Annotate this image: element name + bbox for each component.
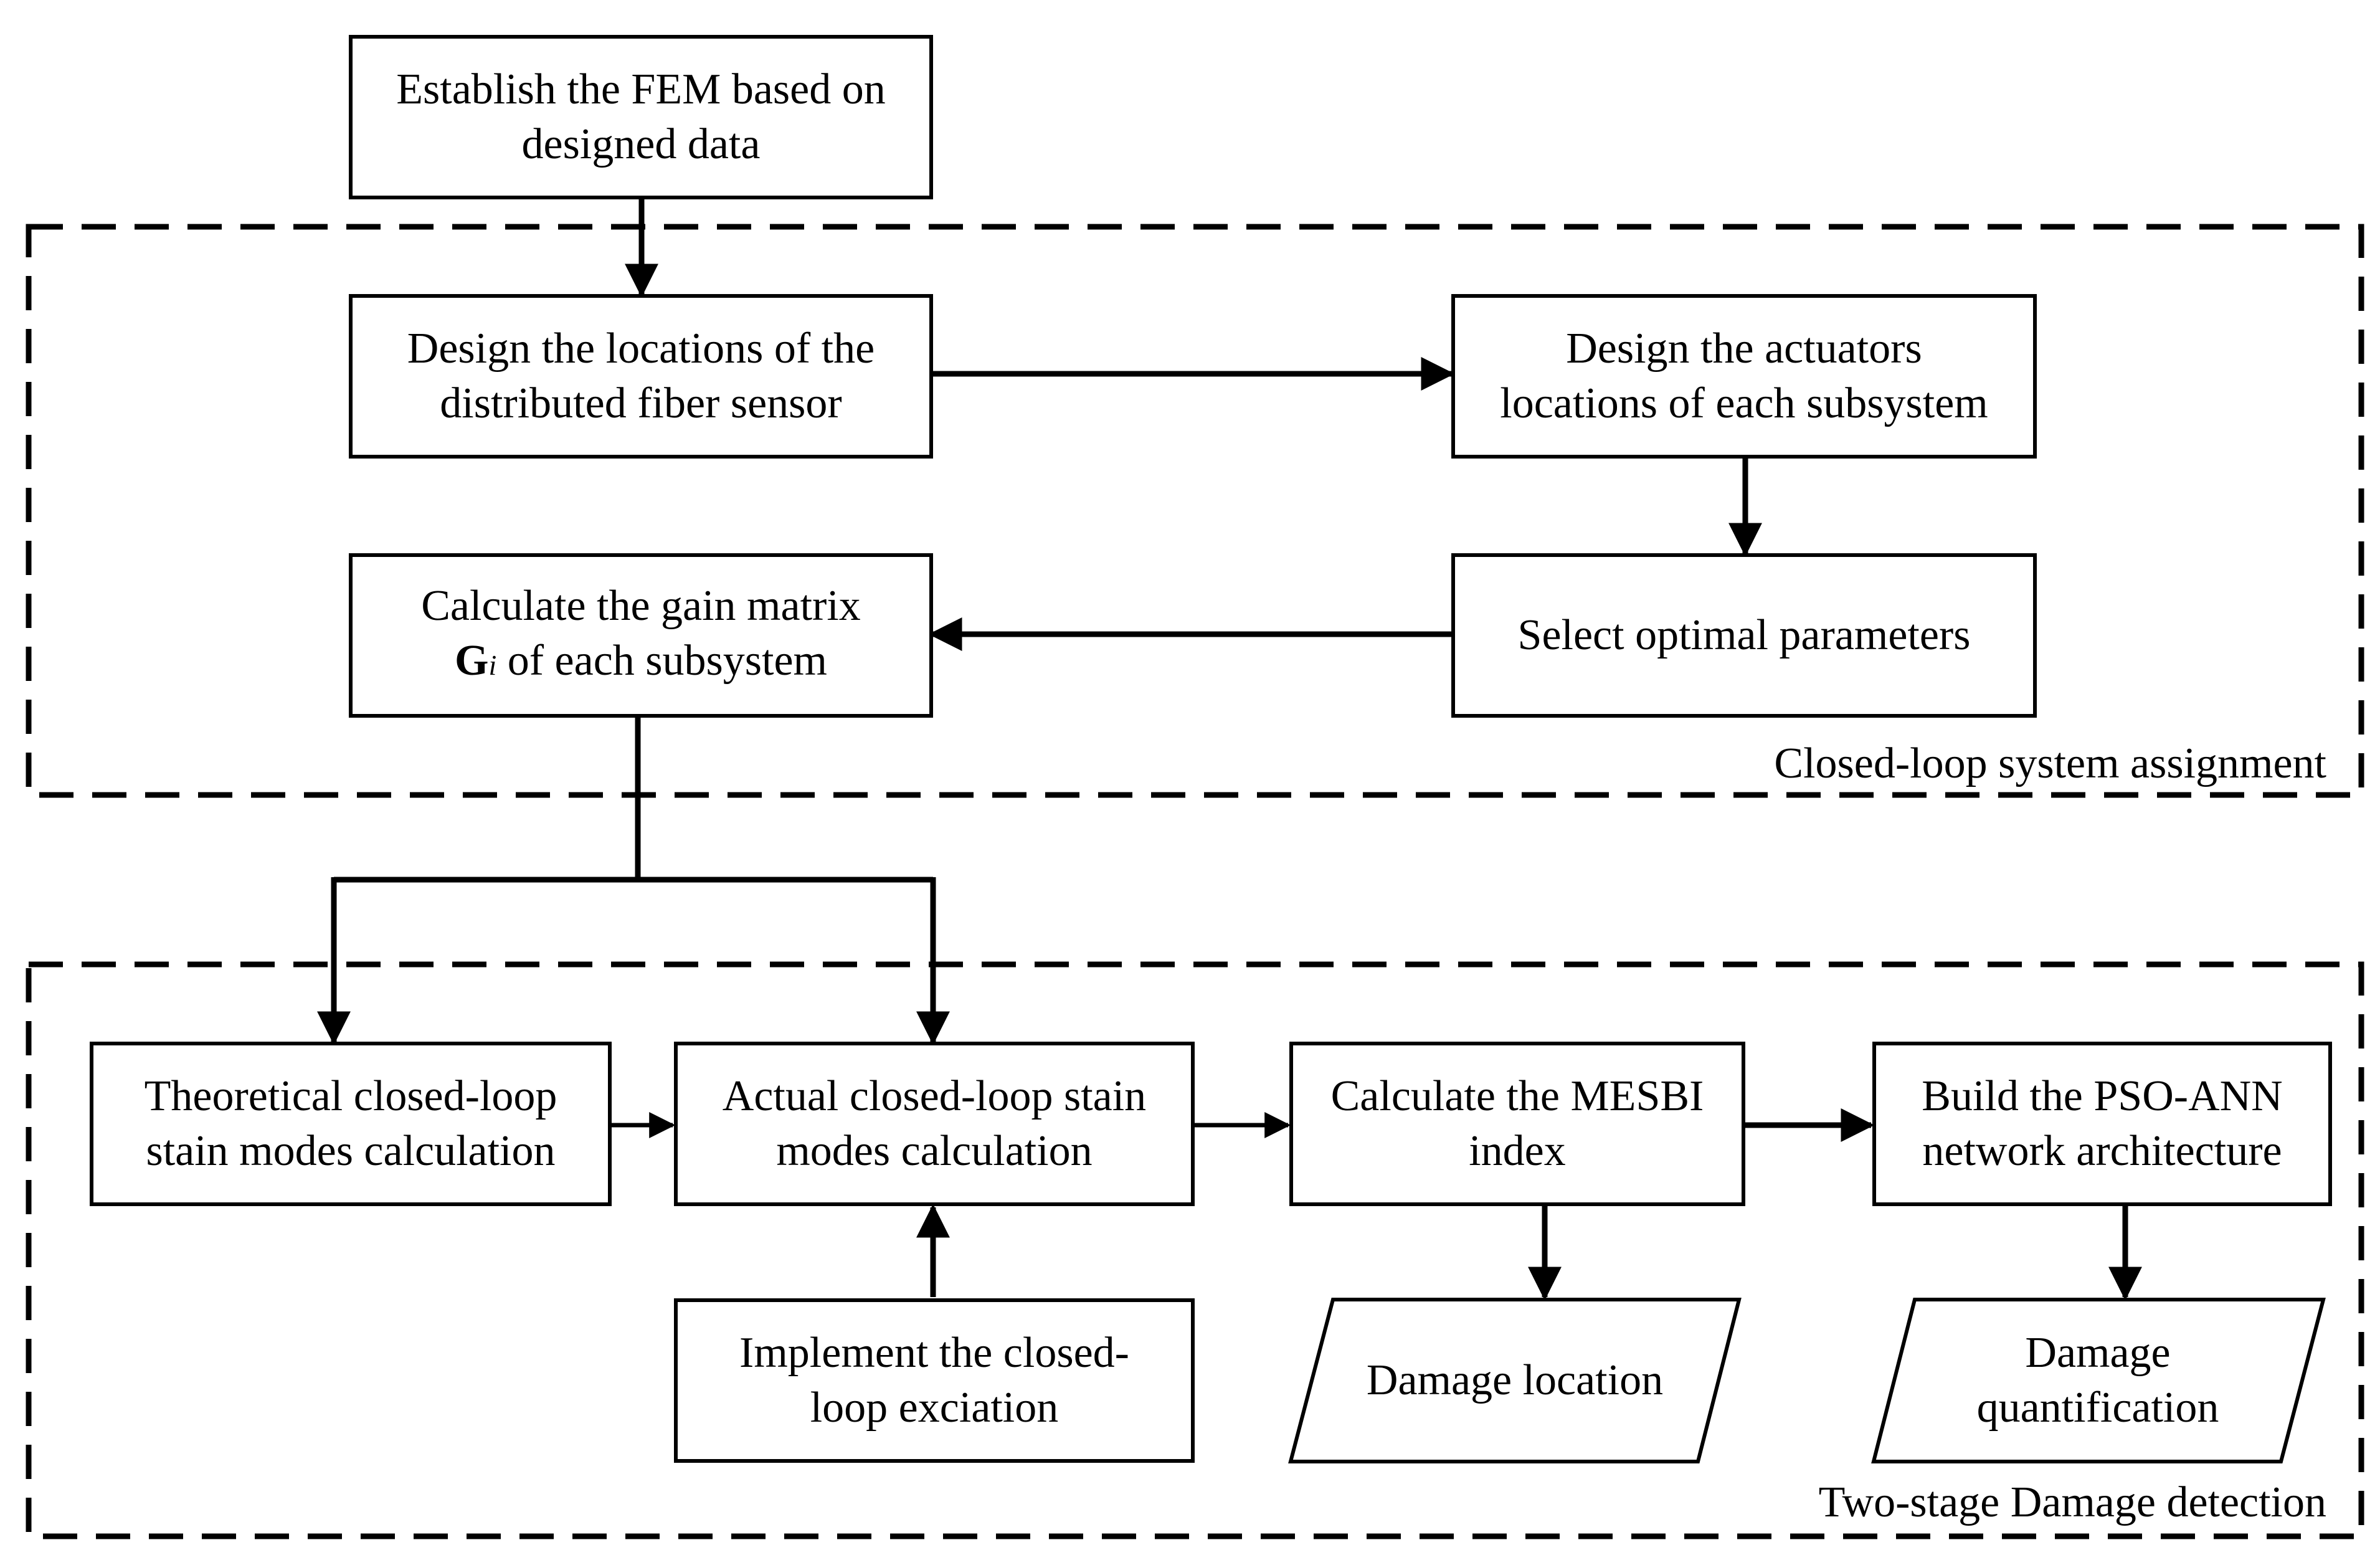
select-parameters-box: Select optimal parameters bbox=[1451, 553, 2037, 718]
actual-modes-line-2: modes calculation bbox=[776, 1127, 1093, 1175]
damage-quantification-shape bbox=[1871, 1298, 2326, 1463]
damage-location-line-1: Damage location bbox=[1366, 1356, 1664, 1404]
actual-modes-box: Actual closed-loop stain modes calculati… bbox=[674, 1042, 1195, 1206]
calculate-mesbi-line-1: Calculate the MESBI bbox=[1330, 1072, 1704, 1120]
damage-quantification-line-1: Damage bbox=[2025, 1329, 2171, 1377]
theoretical-modes-line-2: stain modes calculation bbox=[146, 1127, 556, 1175]
damage-location-output: Damage location bbox=[1333, 1300, 1697, 1462]
theoretical-modes-box: Theoretical closed-loop stain modes calc… bbox=[90, 1042, 612, 1206]
calculate-gain-line-1: Calculate the gain matrix bbox=[421, 581, 861, 630]
build-pso-ann-box: Build the PSO-ANN network architecture bbox=[1872, 1042, 2332, 1206]
damage-quantification-line-2: quantification bbox=[1976, 1384, 2219, 1432]
build-pso-ann-line-1: Build the PSO-ANN bbox=[1922, 1072, 2283, 1120]
calculate-gain-line-2-rest: of each subsystem bbox=[496, 636, 827, 685]
design-sensor-line-1: Design the locations of the bbox=[407, 325, 875, 373]
gain-matrix-symbol: G bbox=[455, 636, 489, 685]
two-stage-group-label: Two-stage Damage detection bbox=[1818, 1478, 2326, 1526]
calculate-gain-box: Calculate the gain matrix Gi of each sub… bbox=[349, 553, 933, 718]
design-actuator-locations-box: Design the actuators locations of each s… bbox=[1451, 294, 2037, 459]
implement-excitation-line-1: Implement the closed- bbox=[739, 1329, 1129, 1377]
select-parameters-line-1: Select optimal parameters bbox=[1517, 611, 1971, 659]
implement-excitation-line-2: loop exciation bbox=[810, 1384, 1059, 1432]
build-pso-ann-line-2: network architecture bbox=[1922, 1127, 2282, 1175]
damage-location-shape bbox=[1288, 1298, 1742, 1463]
two-stage-group-border bbox=[26, 961, 2364, 1539]
gain-matrix-subscript: i bbox=[488, 649, 497, 681]
calculate-gain-line-2: Gi of each subsystem bbox=[455, 634, 827, 693]
calculate-mesbi-box: Calculate the MESBI index bbox=[1289, 1042, 1745, 1206]
damage-quantification-output: Damage quantification bbox=[1915, 1300, 2281, 1462]
design-sensor-line-2: distributed fiber sensor bbox=[440, 379, 842, 427]
establish-fem-box: Establish the FEM based on designed data bbox=[349, 35, 933, 199]
implement-excitation-box: Implement the closed- loop exciation bbox=[674, 1298, 1195, 1463]
theoretical-modes-line-1: Theoretical closed-loop bbox=[144, 1072, 557, 1120]
actual-modes-line-1: Actual closed-loop stain bbox=[722, 1072, 1147, 1120]
closed-loop-group-label: Closed-loop system assignment bbox=[1774, 739, 2326, 787]
establish-fem-line-1: Establish the FEM based on bbox=[396, 65, 886, 113]
design-actuator-line-1: Design the actuators bbox=[1566, 325, 1922, 373]
design-sensor-locations-box: Design the locations of the distributed … bbox=[349, 294, 933, 459]
design-actuator-line-2: locations of each subsystem bbox=[1500, 379, 1988, 427]
closed-loop-group-border bbox=[26, 224, 2364, 798]
establish-fem-line-2: designed data bbox=[521, 120, 761, 168]
calculate-mesbi-line-2: index bbox=[1469, 1127, 1566, 1175]
